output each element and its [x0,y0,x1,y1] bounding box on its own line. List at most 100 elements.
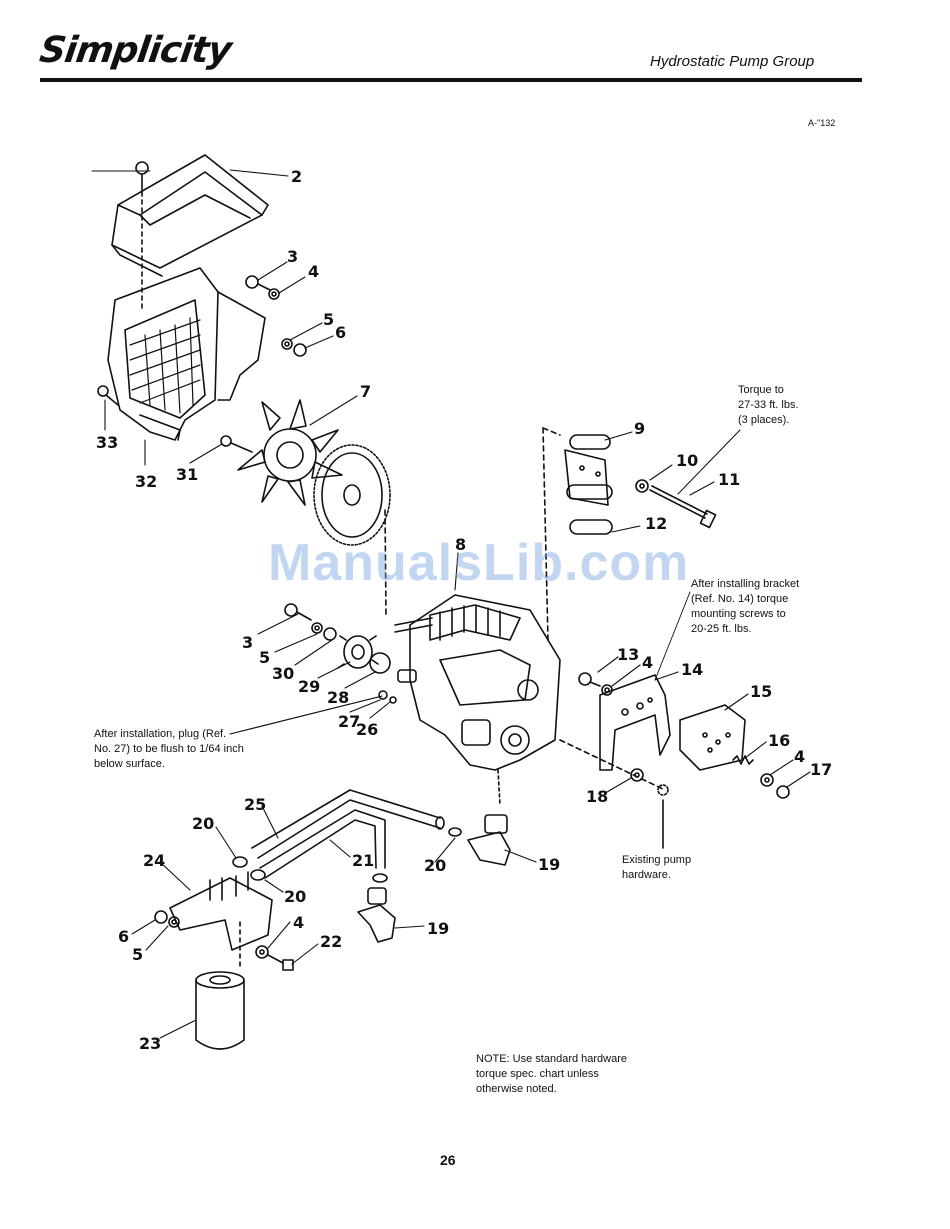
part-gear-29 [337,635,379,669]
callout-labels: 2 3 4 5 6 7 33 32 31 9 10 11 12 8 3 5 30… [96,167,832,1053]
callout-4-mid: 4 [642,653,653,672]
header-rule [40,78,862,82]
callout-20-upper: 20 [192,814,214,833]
part-hose-25 [251,789,445,859]
part-cover-screw [135,161,149,313]
part-fan [237,399,343,506]
part-bolt-11 [649,485,717,529]
note-plug-install: After installation, plug (Ref. No. 27) t… [94,727,244,772]
callout-28: 28 [327,688,349,707]
part-screw-31 [220,435,253,453]
part-filter-23 [195,971,245,1050]
part-washer-4-right [760,773,774,787]
callout-23: 23 [139,1034,161,1053]
callout-26: 26 [356,720,378,739]
callout-20-right: 20 [424,856,446,875]
callout-3-lower: 3 [242,633,253,652]
part-oring-28 [369,652,391,674]
callout-16: 16 [768,731,790,750]
callout-13: 13 [617,645,639,664]
note-line: After installing bracket [691,578,800,590]
note-line: 20-25 ft. lbs. [691,623,752,635]
page-title: Hydrostatic Pump Group [650,53,815,70]
part-nut-17 [776,785,790,799]
part-cover [111,154,269,277]
page-number: 26 [440,1152,456,1168]
callout-4: 4 [308,262,319,281]
watermark: ManualsLib.com [268,534,690,592]
note-line: torque spec. chart unless [476,1068,599,1080]
part-spring-16 [732,755,754,765]
callout-10: 10 [676,451,698,470]
callout-21: 21 [352,851,374,870]
guide-lines-bracket [542,427,561,641]
callout-4-lower: 4 [293,913,304,932]
callout-15: 15 [750,682,772,701]
callout-9: 9 [634,419,645,438]
note-torque-bolt: Torque to 27-33 ft. lbs. (3 places). [738,383,799,428]
note-line: 27-33 ft. lbs. [738,399,799,411]
part-spacer-12 [569,519,613,535]
part-plate-15 [679,704,746,771]
callout-4-right: 4 [794,747,805,766]
callout-11: 11 [718,470,740,489]
part-screw-3-lower [284,603,337,641]
part-cooler-bracket-24 [169,871,273,969]
part-plug-27-26 [378,690,397,704]
note-line: NOTE: Use standard hardware [476,1053,628,1065]
callout-5-lower: 5 [259,648,270,667]
note-line: Existing pump [622,854,692,866]
callout-3: 3 [287,247,298,266]
callout-19-lower: 19 [427,919,449,938]
note-line: below surface. [94,758,165,770]
note-leader-torque [677,429,741,495]
note-standard-hardware: NOTE: Use standard hardware torque spec.… [476,1052,627,1097]
callout-29: 29 [298,677,320,696]
callout-31: 31 [176,465,198,484]
leader-lines [91,169,811,1039]
callout-2: 2 [291,167,302,186]
note-bracket-torque: After installing bracket (Ref. No. 14) t… [691,577,799,637]
callout-8: 8 [455,535,466,554]
part-pulley [313,444,391,616]
note-line: hardware. [622,869,671,881]
note-line: otherwise noted. [476,1083,557,1095]
callout-18: 18 [586,787,608,806]
part-fitting-19-upper [467,814,511,866]
part-washer-4-screw-22 [255,945,294,971]
callout-24: 24 [143,851,165,870]
callout-32: 32 [135,472,157,491]
part-bracket-14 [599,674,671,771]
part-hose-21 [259,809,386,879]
callout-17: 17 [810,760,832,779]
figure-code: A-"132 [808,118,836,128]
part-fitting-19-lower [357,887,396,943]
callout-30: 30 [272,664,294,683]
note-line: Torque to [738,384,784,396]
part-screw-33 [97,385,119,406]
callout-6: 6 [335,323,346,342]
part-washer-10 [635,479,649,493]
callout-25: 25 [244,795,266,814]
part-hydro-pump [394,594,561,806]
note-line: mounting screws to [691,608,786,620]
part-washer-5-6-upper [281,338,307,357]
part-screw-13 [578,672,613,696]
callout-5-lower-left: 5 [132,945,143,964]
callout-7: 7 [360,382,371,401]
part-bracket-9 [564,434,613,506]
note-line: After installation, plug (Ref. [94,728,227,740]
part-nut-6-washer-5-lower [154,910,180,928]
note-line: (3 places). [738,414,790,426]
note-line: No. 27) to be flush to 1/64 inch [94,743,244,755]
part-screw-3-upper [245,275,280,300]
part-fan-shroud [107,267,266,441]
part-clamp-20 [232,827,462,883]
callout-19-upper: 19 [538,855,560,874]
callout-22: 22 [320,932,342,951]
callout-5: 5 [323,310,334,329]
part-washer-18 [559,739,669,849]
note-existing-hardware: Existing pump hardware. [622,853,691,883]
callout-6-lower: 6 [118,927,129,946]
